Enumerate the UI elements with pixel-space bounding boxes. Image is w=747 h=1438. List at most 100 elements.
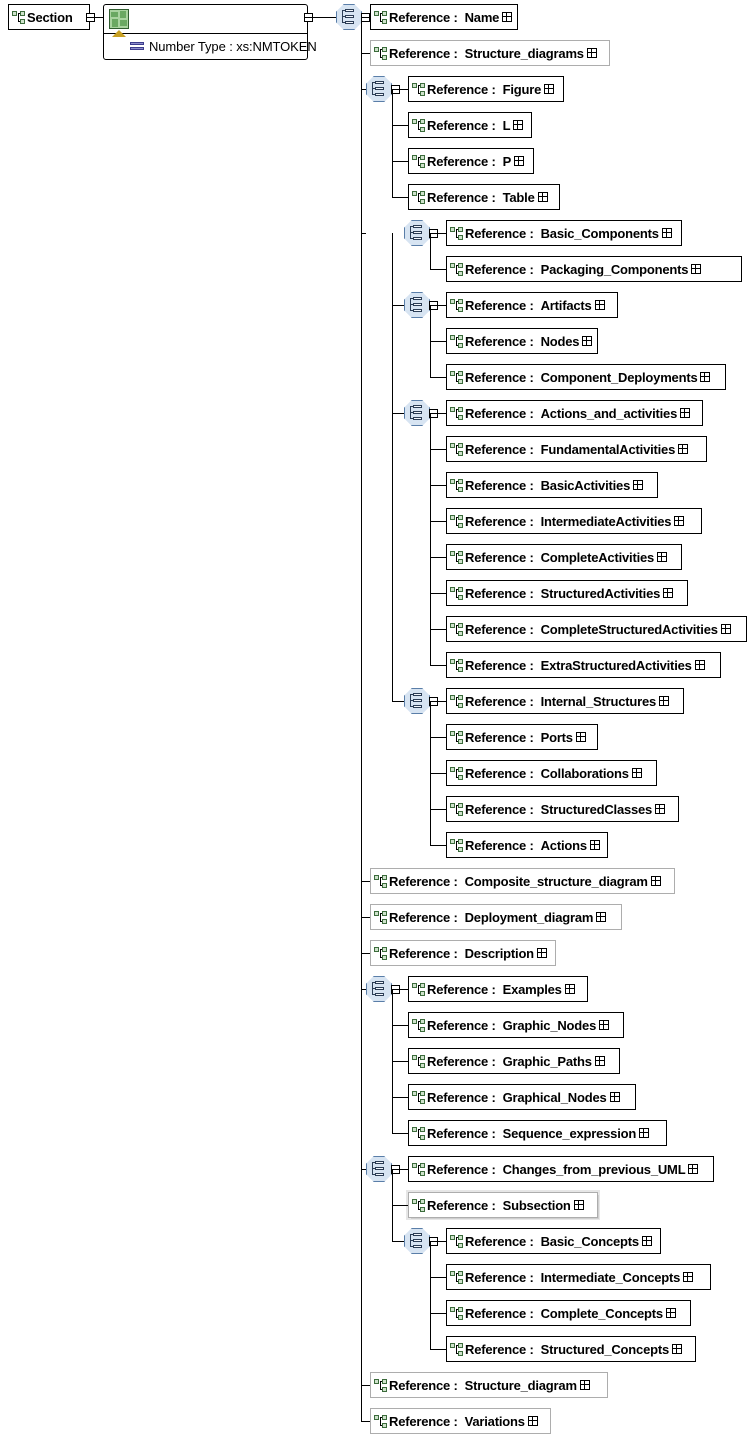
expand-plus-icon[interactable]: [655, 804, 666, 814]
expand-plus-icon[interactable]: [594, 300, 605, 310]
expand-plus-icon[interactable]: [665, 1308, 676, 1318]
element-node-label: Reference :Structure_diagrams: [389, 47, 584, 60]
expand-plus-icon[interactable]: [641, 1236, 652, 1246]
element-node[interactable]: Reference :Table: [408, 184, 560, 210]
element-node[interactable]: Reference :Name: [370, 4, 518, 30]
expand-plus-icon[interactable]: [657, 552, 668, 562]
element-node[interactable]: Reference :P: [408, 148, 534, 174]
element-node-label: Reference :Changes_from_previous_UML: [427, 1163, 686, 1176]
element-node[interactable]: Reference :CompleteActivities: [446, 544, 682, 570]
element-node[interactable]: Reference :Structured_Concepts: [446, 1336, 696, 1362]
element-name: BasicActivities: [540, 477, 631, 493]
element-node[interactable]: Reference :Figure: [408, 76, 564, 102]
element-node[interactable]: Reference :StructuredActivities: [446, 580, 688, 606]
element-node[interactable]: Reference :Graphic_Paths: [408, 1048, 620, 1074]
sequence-icon[interactable]: [366, 1156, 392, 1182]
expand-plus-icon[interactable]: [674, 516, 685, 526]
expand-plus-icon[interactable]: [514, 156, 525, 166]
trunk-to-node-line: [430, 773, 446, 774]
trunk-to-node-line: [361, 917, 370, 918]
expand-plus-icon[interactable]: [639, 1128, 650, 1138]
element-node[interactable]: Reference :Subsection: [408, 1192, 598, 1218]
expand-plus-icon[interactable]: [544, 84, 555, 94]
element-node[interactable]: Reference :Examples: [408, 976, 588, 1002]
sequence-icon[interactable]: [404, 688, 430, 714]
element-node[interactable]: Reference :Actions_and_activities: [446, 400, 703, 426]
expand-plus-icon[interactable]: [599, 1020, 610, 1030]
expand-plus-icon[interactable]: [680, 408, 691, 418]
expand-plus-icon[interactable]: [596, 912, 607, 922]
element-node[interactable]: Reference :Deployment_diagram: [370, 904, 622, 930]
sequence-icon[interactable]: [404, 292, 430, 318]
element-node[interactable]: Reference :Variations: [370, 1408, 551, 1434]
element-node[interactable]: Reference :Internal_Structures: [446, 688, 684, 714]
expand-plus-icon[interactable]: [527, 1416, 538, 1426]
sequence-icon[interactable]: [366, 976, 392, 1002]
expand-plus-icon[interactable]: [691, 264, 702, 274]
expand-plus-icon[interactable]: [633, 480, 644, 490]
expand-plus-icon[interactable]: [573, 1200, 584, 1210]
expand-plus-icon[interactable]: [678, 444, 689, 454]
element-node[interactable]: Reference :Collaborations: [446, 760, 657, 786]
expand-plus-icon[interactable]: [672, 1344, 682, 1354]
element-node[interactable]: Reference :Structure_diagram: [370, 1372, 608, 1398]
element-node[interactable]: Reference :FundamentalActivities: [446, 436, 707, 462]
expand-plus-icon[interactable]: [659, 696, 670, 706]
element-prefix: Reference :: [465, 1233, 534, 1249]
element-node[interactable]: Reference :Intermediate_Concepts: [446, 1264, 711, 1290]
sequence-icon[interactable]: [336, 4, 362, 30]
expand-plus-icon[interactable]: [582, 336, 593, 346]
expand-plus-icon[interactable]: [663, 588, 674, 598]
element-node[interactable]: Reference :Component_Deployments: [446, 364, 726, 390]
element-node[interactable]: Reference :IntermediateActivities: [446, 508, 702, 534]
trunk-to-group-line: [361, 233, 366, 234]
sequence-icon[interactable]: [366, 76, 392, 102]
element-tree-icon: [12, 10, 25, 24]
element-node[interactable]: Reference :Basic_Concepts: [446, 1228, 661, 1254]
element-node[interactable]: Reference :StructuredClasses: [446, 796, 679, 822]
element-node[interactable]: Reference :Composite_structure_diagram: [370, 868, 675, 894]
expand-plus-icon[interactable]: [579, 1380, 590, 1390]
expand-plus-icon[interactable]: [537, 192, 548, 202]
element-node[interactable]: Reference :Nodes: [446, 328, 598, 354]
expand-plus-icon[interactable]: [688, 1164, 699, 1174]
root-element-section[interactable]: Section: [8, 4, 90, 30]
expand-plus-icon[interactable]: [609, 1092, 620, 1102]
element-node[interactable]: Reference :Changes_from_previous_UML: [408, 1156, 714, 1182]
element-node[interactable]: Reference :Graphical_Nodes: [408, 1084, 636, 1110]
element-node[interactable]: Reference :Basic_Components: [446, 220, 682, 246]
element-node[interactable]: Reference :Artifacts: [446, 292, 618, 318]
expand-plus-icon[interactable]: [694, 660, 705, 670]
expand-plus-icon[interactable]: [683, 1272, 694, 1282]
element-node[interactable]: Reference :ExtraStructuredActivities: [446, 652, 721, 678]
element-node[interactable]: Reference :Sequence_expression: [408, 1120, 667, 1146]
sequence-icon[interactable]: [404, 220, 430, 246]
element-node[interactable]: Reference :Description: [370, 940, 556, 966]
element-node[interactable]: Reference :CompleteStructuredActivities: [446, 616, 747, 642]
expand-plus-icon[interactable]: [700, 372, 711, 382]
expand-plus-icon[interactable]: [594, 1056, 605, 1066]
expand-plus-icon[interactable]: [513, 120, 524, 130]
expand-plus-icon[interactable]: [586, 48, 597, 58]
sequence-icon[interactable]: [404, 1228, 430, 1254]
expand-plus-icon[interactable]: [661, 228, 672, 238]
attribute-row[interactable]: Number Type : xs:NMTOKEN: [104, 34, 317, 58]
expand-plus-icon[interactable]: [502, 12, 513, 22]
trunk-to-subgroup-line: [392, 305, 404, 306]
expand-plus-icon[interactable]: [575, 732, 586, 742]
expand-plus-icon[interactable]: [564, 984, 575, 994]
element-node[interactable]: Reference :Structure_diagrams: [370, 40, 610, 66]
element-node[interactable]: Reference :Ports: [446, 724, 598, 750]
element-node[interactable]: Reference :BasicActivities: [446, 472, 658, 498]
sequence-icon[interactable]: [404, 400, 430, 426]
element-node[interactable]: Reference :L: [408, 112, 532, 138]
expand-plus-icon[interactable]: [536, 948, 547, 958]
element-node[interactable]: Reference :Graphic_Nodes: [408, 1012, 624, 1038]
element-node[interactable]: Reference :Actions: [446, 832, 608, 858]
expand-plus-icon[interactable]: [589, 840, 600, 850]
expand-plus-icon[interactable]: [650, 876, 661, 886]
expand-plus-icon[interactable]: [720, 624, 731, 634]
element-node[interactable]: Reference :Packaging_Components: [446, 256, 742, 282]
element-node[interactable]: Reference :Complete_Concepts: [446, 1300, 691, 1326]
expand-plus-icon[interactable]: [631, 768, 642, 778]
